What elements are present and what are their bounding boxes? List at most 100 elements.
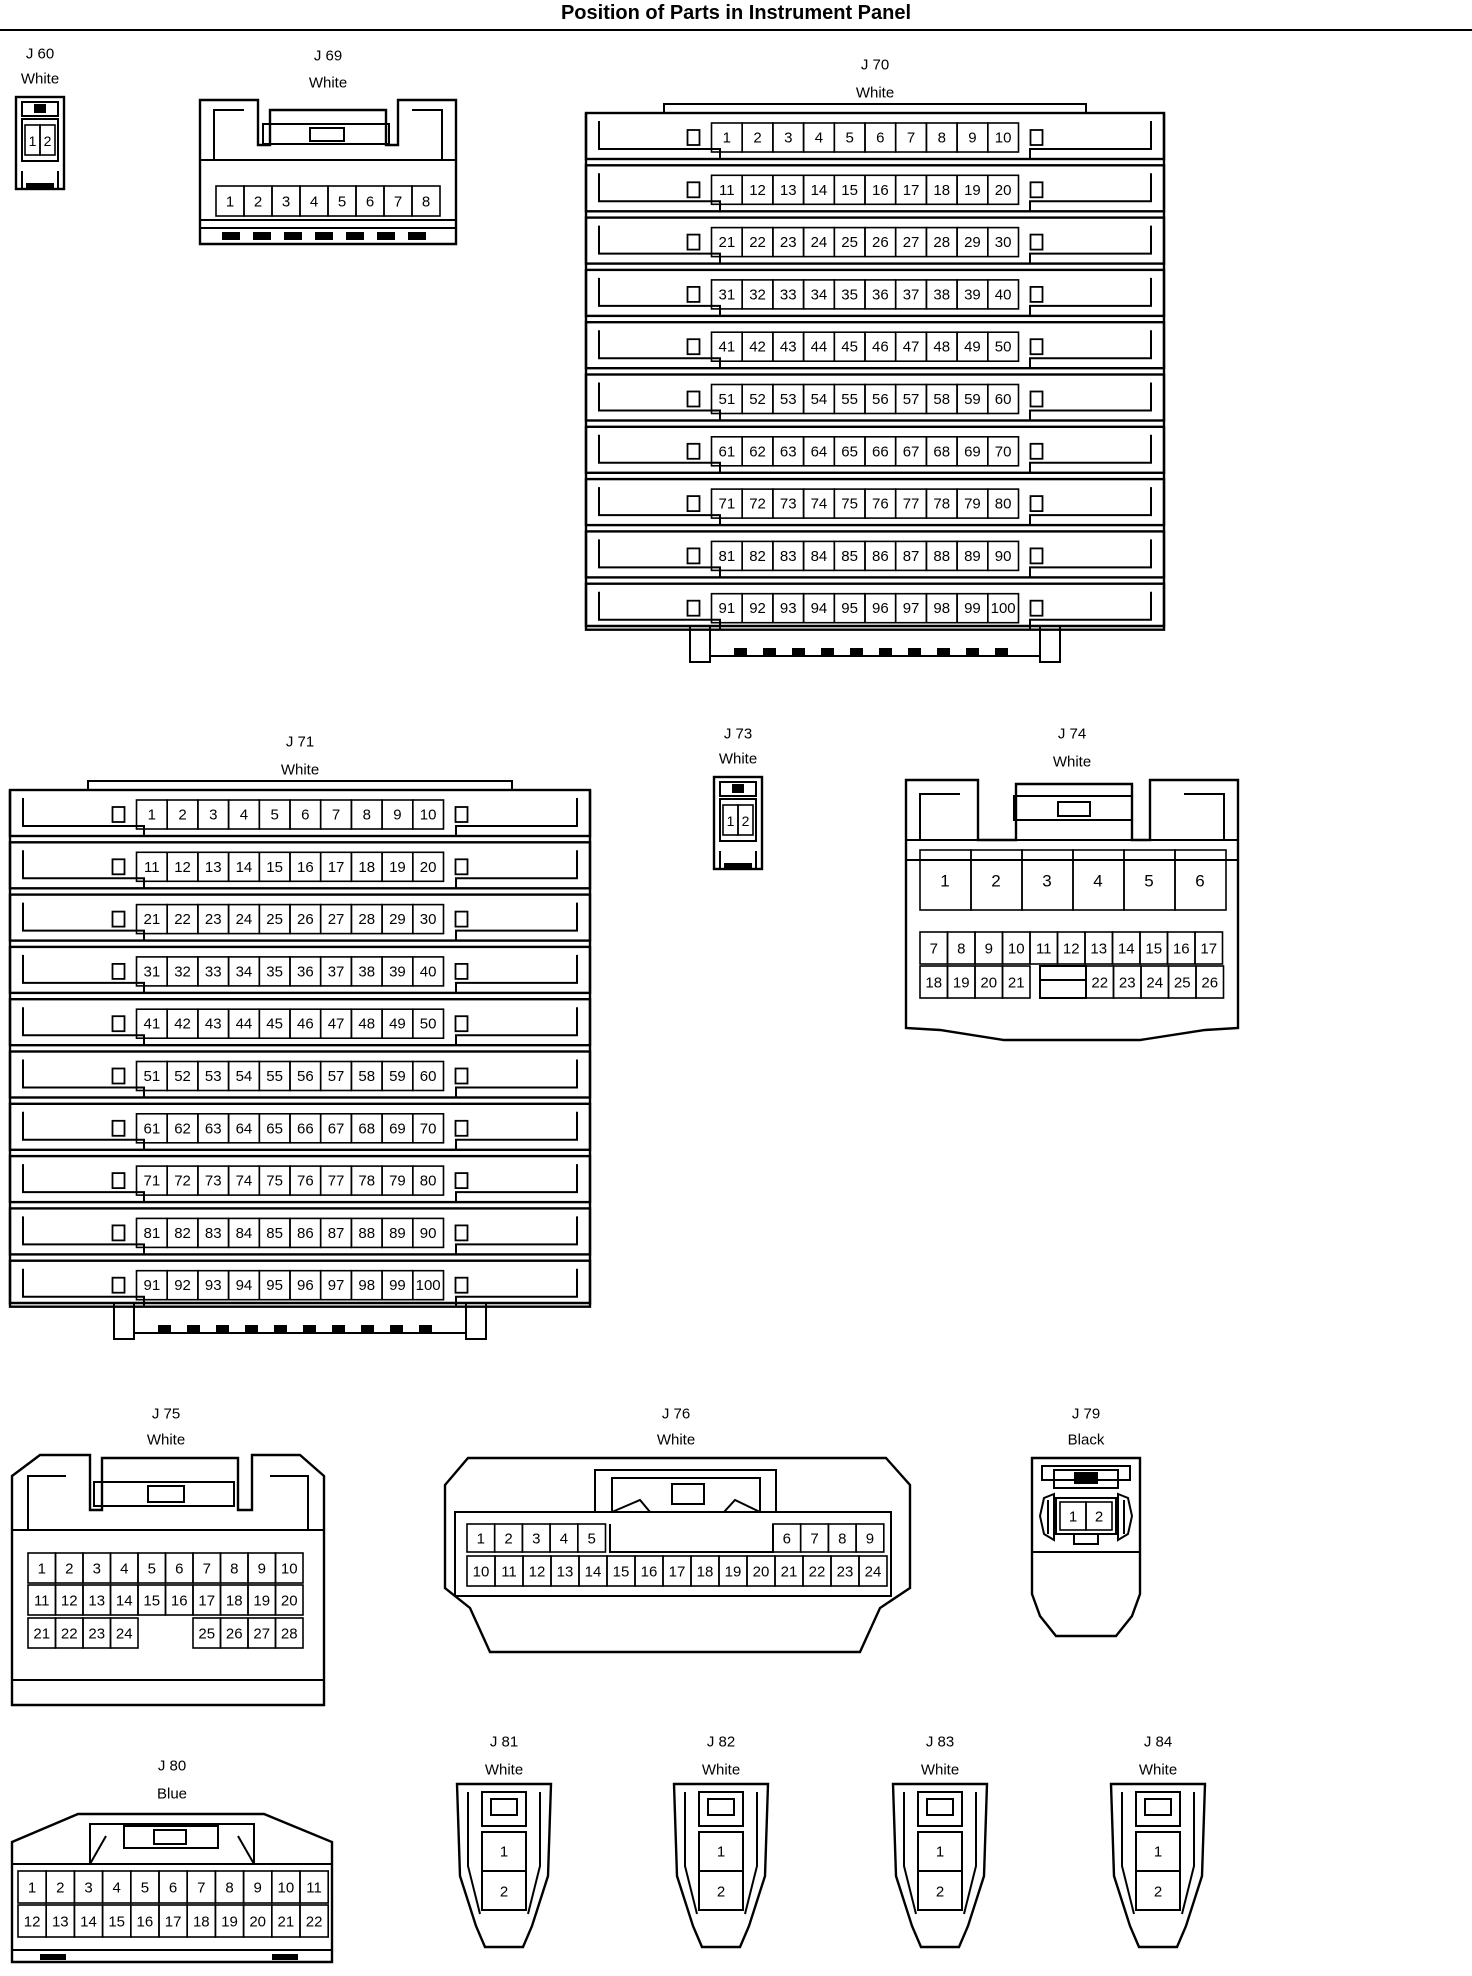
pin-number: 25 <box>266 911 283 928</box>
pin-number: 16 <box>137 1914 154 1931</box>
pin-number: 11 <box>501 1564 517 1581</box>
pin-number: 30 <box>995 234 1012 251</box>
pin-number: 98 <box>358 1277 375 1294</box>
pin-number: 23 <box>780 234 797 251</box>
cavity <box>719 798 757 842</box>
row-key <box>111 858 126 876</box>
key-slot <box>1039 965 1087 999</box>
pin-number: 74 <box>811 496 828 513</box>
row-key <box>1029 233 1044 251</box>
row-key <box>1029 390 1044 408</box>
pin-number: 1 <box>717 1844 725 1861</box>
foot <box>465 1302 487 1340</box>
connector-id: J 71 <box>286 734 314 751</box>
base-tooth <box>763 648 776 656</box>
pin-number: 1 <box>226 194 234 211</box>
connector-id: J 76 <box>662 1406 690 1423</box>
latch-tab <box>34 104 46 113</box>
pin-number: 60 <box>420 1068 437 1085</box>
base-tooth <box>792 648 805 656</box>
latch-tab <box>1074 1472 1098 1484</box>
row-latch <box>1029 434 1152 473</box>
row-key <box>111 1276 126 1294</box>
lock-arm <box>1038 1492 1134 1542</box>
row-key <box>686 547 701 565</box>
pin-number: 93 <box>780 600 797 617</box>
pin-number: 69 <box>964 443 981 460</box>
pin-cell <box>299 1870 330 1904</box>
pin-number: 27 <box>903 234 920 251</box>
pin-number: 15 <box>143 1593 160 1610</box>
base-tab <box>26 183 54 189</box>
pin-number: 71 <box>144 1173 161 1190</box>
pin-number: 100 <box>991 600 1016 617</box>
row-key <box>454 1015 469 1033</box>
pin-number: 6 <box>366 194 374 211</box>
body-outline <box>672 1782 770 1949</box>
pin-number: 39 <box>389 963 406 980</box>
pin-number: 66 <box>297 1120 314 1137</box>
pin-number: 16 <box>1173 941 1190 958</box>
connector-color: White <box>485 1762 523 1779</box>
pin-number: 2 <box>254 194 262 211</box>
pin-number: 2 <box>1095 1509 1103 1526</box>
pin-number: 34 <box>811 286 828 303</box>
row-latch <box>598 121 721 159</box>
row-latch <box>22 1268 145 1307</box>
inner-line <box>89 1823 255 1864</box>
connector-color: White <box>921 1762 959 1779</box>
latch-tab <box>732 784 744 793</box>
base-tooth <box>216 1325 229 1333</box>
pin-number: 2 <box>1154 1884 1162 1901</box>
latch-bar <box>93 1481 235 1507</box>
row-latch <box>1029 487 1152 526</box>
pin-number: 12 <box>749 182 766 199</box>
inner-band <box>12 1529 324 1681</box>
foot <box>113 1302 135 1340</box>
pin-number: 13 <box>205 859 222 876</box>
lock-tab <box>490 1798 518 1816</box>
row-key <box>111 910 126 928</box>
base-tooth <box>850 648 863 656</box>
pin-cell <box>737 804 754 836</box>
connector-color: White <box>1053 754 1091 771</box>
pin-number: 71 <box>719 496 736 513</box>
pin-number: 12 <box>529 1564 546 1581</box>
base-tooth <box>390 1325 403 1333</box>
pin-number: 99 <box>964 600 981 617</box>
pin-number: 24 <box>116 1626 133 1643</box>
base-tooth <box>187 1325 200 1333</box>
row-latch <box>455 1111 578 1150</box>
pin-cell <box>576 1523 607 1553</box>
row-key <box>111 806 126 823</box>
row-latch <box>455 1268 578 1307</box>
base-tooth <box>222 232 240 240</box>
cavity-frame <box>11 1863 333 1951</box>
pin-number: 89 <box>389 1225 406 1242</box>
pin-number: 84 <box>236 1225 253 1242</box>
latch-arm <box>89 1835 255 1865</box>
pin-number: 18 <box>358 859 375 876</box>
pin-number: 18 <box>697 1564 714 1581</box>
pin-number: 14 <box>80 1914 97 1931</box>
pin-number: 95 <box>841 600 858 617</box>
row-key <box>454 1172 469 1189</box>
row-latch <box>598 487 721 526</box>
pin-number: 2 <box>56 1880 64 1897</box>
pin-number: 56 <box>297 1068 314 1085</box>
row-key <box>1029 547 1044 565</box>
connector-id: J 69 <box>314 48 342 65</box>
pin-number: 61 <box>144 1120 161 1137</box>
pin-number: 15 <box>1145 941 1162 958</box>
pin-cell <box>986 279 1020 310</box>
pin-number: 55 <box>841 391 858 408</box>
pin-number: 6 <box>1195 872 1204 891</box>
pin-cell <box>986 488 1020 519</box>
pin-number: 1 <box>477 1531 485 1548</box>
pin-number: 47 <box>328 1016 345 1033</box>
pin-cell <box>274 1584 304 1616</box>
connector-color: Black <box>1068 1432 1105 1449</box>
body-outline <box>10 1453 326 1707</box>
pin-cell <box>1195 965 1225 999</box>
